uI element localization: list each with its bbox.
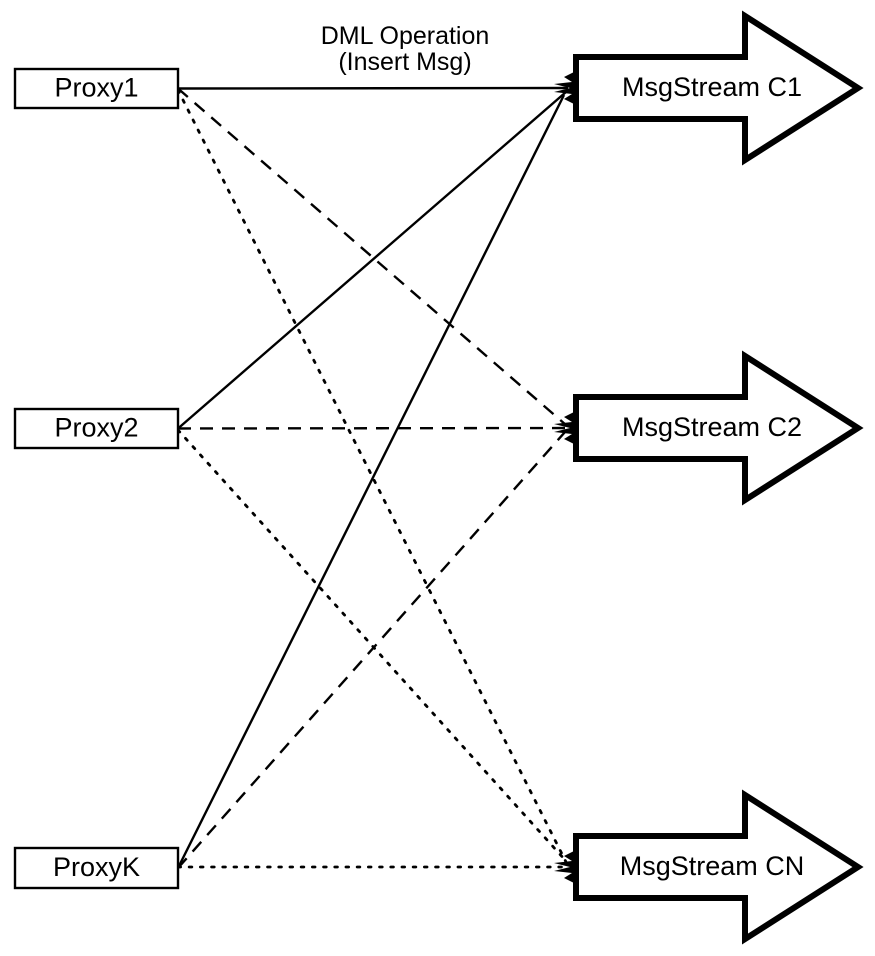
- proxy-label-proxy1: Proxy1: [54, 73, 138, 103]
- edge-proxy1-to-c2: [177, 87, 567, 426]
- msgstream-shape-msgstream-c2[interactable]: [573, 350, 864, 506]
- msgstream-node-msgstream-c2[interactable]: MsgStream C2: [573, 350, 864, 506]
- edge-proxy2-to-c2: [177, 426, 569, 430]
- proxy-node-proxy2[interactable]: Proxy2: [13, 407, 180, 450]
- proxy-box-proxy1[interactable]: [13, 67, 180, 110]
- msgstream-node-msgstream-cn[interactable]: MsgStream CN: [573, 789, 864, 945]
- msgstream-label-msgstream-c1: MsgStream C1: [622, 72, 802, 102]
- msgstream-shape-msgstream-c1[interactable]: [573, 10, 864, 166]
- dml-operation-annotation: DML Operation (Insert Msg): [321, 22, 490, 76]
- edge-proxyk-to-c1: [176, 94, 566, 869]
- edge-proxy1-to-cn: [176, 88, 568, 864]
- edge-proxy2-to-cn: [176, 428, 568, 863]
- edge-proxy1-to-c1: [177, 86, 569, 90]
- proxy-node-proxy1[interactable]: Proxy1: [13, 67, 180, 110]
- msgstream-node-layer: MsgStream C1 MsgStream C2 MsgStream CN: [573, 10, 864, 945]
- proxy-label-proxy2: Proxy2: [54, 413, 138, 443]
- msgstream-label-msgstream-c2: MsgStream C2: [622, 412, 802, 442]
- proxy-node-proxyk[interactable]: ProxyK: [13, 846, 180, 890]
- arrowhead-c1: [554, 71, 576, 105]
- proxy-box-proxy2[interactable]: [13, 407, 180, 450]
- annotation-line-1: DML Operation: [321, 22, 490, 50]
- msgstream-shape-msgstream-cn[interactable]: [573, 789, 864, 945]
- edge-proxy2-to-c1: [177, 91, 567, 430]
- proxy-box-proxyk[interactable]: [13, 846, 180, 890]
- arrowhead-cn: [554, 850, 576, 884]
- edge-layer: [176, 86, 570, 869]
- arrowhead-c2: [554, 411, 576, 445]
- msgstream-label-msgstream-cn: MsgStream CN: [620, 851, 805, 881]
- annotation-line-2: (Insert Msg): [338, 48, 471, 76]
- arrowhead-layer: [554, 71, 576, 884]
- edge-proxyk-to-c2: [177, 431, 566, 869]
- msgstream-node-msgstream-c1[interactable]: MsgStream C1: [573, 10, 864, 166]
- proxy-label-proxyk: ProxyK: [53, 852, 140, 882]
